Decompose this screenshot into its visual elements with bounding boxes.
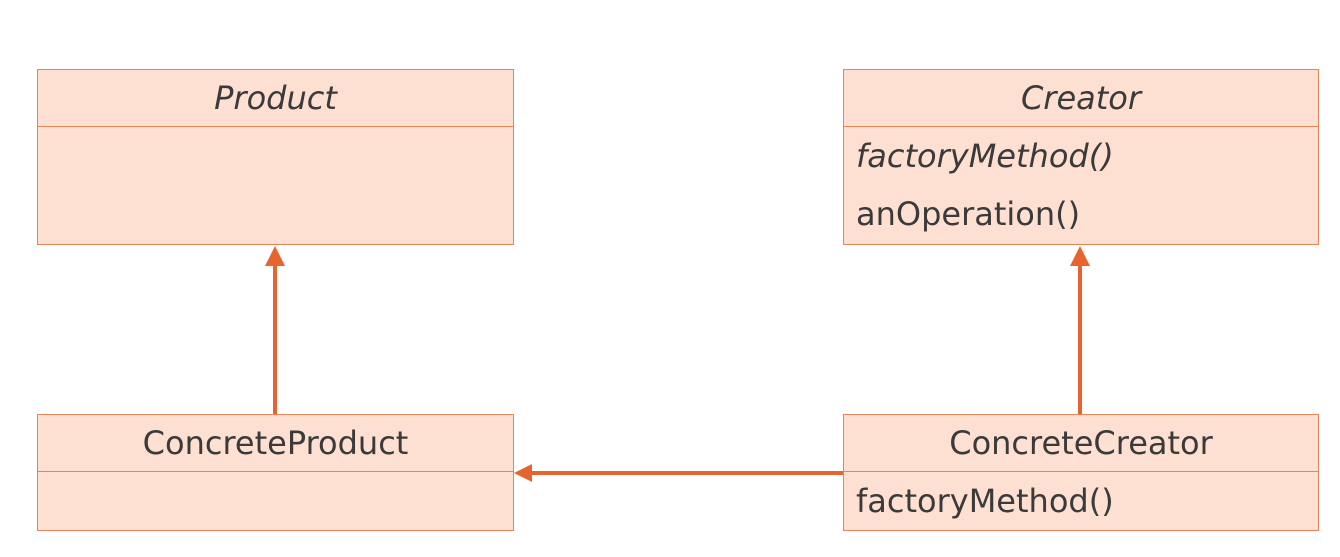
- class-product-name: Product: [38, 70, 513, 127]
- concrete-creator-op-factory-method: factoryMethod(): [856, 482, 1114, 520]
- class-concrete-creator-operations: factoryMethod(): [844, 472, 1318, 530]
- class-creator-name: Creator: [844, 70, 1318, 127]
- class-concrete-creator-name: ConcreteCreator: [844, 415, 1318, 472]
- class-concrete-creator: ConcreteCreator factoryMethod(): [843, 414, 1319, 531]
- class-concrete-product: ConcreteProduct: [37, 414, 514, 531]
- arrowhead-concrete-product: [514, 464, 532, 482]
- arrowhead-product: [265, 246, 285, 266]
- creator-op-an-operation: anOperation(): [856, 195, 1081, 233]
- arrowhead-creator: [1070, 246, 1090, 266]
- class-creator: Creator factoryMethod() anOperation(): [843, 69, 1319, 245]
- class-product-operations: [38, 127, 513, 243]
- creator-op-factory-method: factoryMethod(): [856, 137, 1114, 175]
- class-concrete-product-name: ConcreteProduct: [38, 415, 513, 472]
- class-concrete-product-operations: [38, 472, 513, 530]
- class-creator-operations: factoryMethod() anOperation(): [844, 127, 1318, 243]
- class-product: Product: [37, 69, 514, 245]
